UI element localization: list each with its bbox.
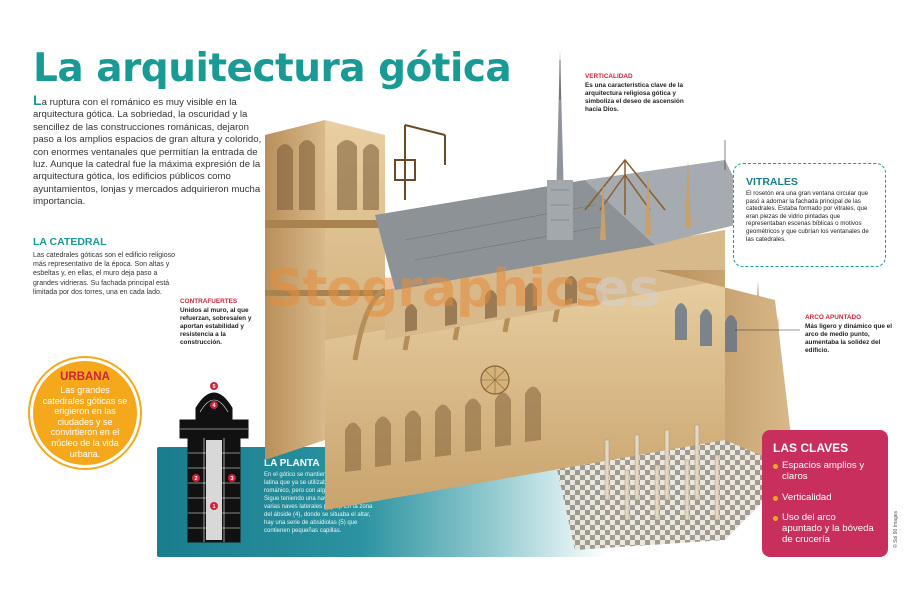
plan-marker-2 [192,474,200,482]
claves-item: Espacios amplios y claros [773,460,878,483]
image-credit: © Sol 90 Images [893,510,899,548]
cutaway-columns [604,424,720,521]
plan-marker-3 [228,474,236,482]
urbana-badge: URBANA Las grandes catedrales góticas se… [30,358,140,468]
urbana-body: Las grandes catedrales góticas se erigie… [42,385,128,459]
claves-heading: LAS CLAVES [773,441,849,455]
planta-section: LA PLANTA En el gótico se mantiene la pl… [264,458,376,535]
vitrales-body: El rosetón era una gran ventana circular… [746,190,869,243]
plan-marker-4 [210,401,218,409]
watermark-suffix: es [593,259,660,319]
vitrales-box: VITRALES El rosetón era una gran ventana… [733,163,886,267]
watermark: Stographics es [258,255,668,325]
clerestory [385,230,725,340]
contrafuertes-callout: CONTRAFUERTES Unidos al muro, al que ref… [180,298,262,347]
verticalidad-body: Es una característica clave de la arquit… [585,82,684,113]
verticalidad-heading: VERTICALIDAD [585,73,633,80]
cathedral-illustration [265,50,800,550]
claves-item: Uso del arco apuntado y la bóveda de cru… [773,512,878,545]
roof-timber [584,158,666,215]
page-title: La arquitectura gótica [33,46,512,91]
plan-marker-2-label: 2 [194,476,197,482]
arco-apuntado-callout: ARCO APUNTADO Más ligero y dinámico que … [805,314,893,355]
plan-marker-1 [210,502,218,510]
arco-apuntado-heading: ARCO APUNTADO [805,314,862,321]
cathedral-roof [375,180,655,290]
catedral-heading: LA CATEDRAL [33,236,107,248]
construction-crane [394,124,446,200]
plan-marker-5-label: 5 [212,384,215,390]
urbana-heading: URBANA [60,371,110,383]
watermark-main: Stographics [266,259,606,319]
plan-marker-5 [210,382,218,390]
contrafuertes-heading: CONTRAFUERTES [180,298,238,305]
plan-marker-4-label: 4 [212,403,216,409]
claves-item: Verticalidad [773,492,878,504]
arco-apuntado-body: Más ligero y dinámico que el arco de med… [805,323,893,354]
verticalidad-callout: VERTICALIDAD Es una característica clave… [585,73,695,114]
planta-heading: LA PLANTA [264,458,320,469]
central-spire [547,50,573,240]
planta-body: En el gótico se mantiene la planta de cr… [264,472,376,534]
aisle-arcade [345,386,541,472]
catedral-body: Las catedrales góticas son el edificio r… [33,252,176,296]
vitrales-heading: VITRALES [746,176,798,188]
las-claves-box: LAS CLAVES Espacios amplios y claros Ver… [762,430,888,557]
apse [655,270,795,470]
intro-paragraph: La ruptura con el románico es muy visibl… [33,92,262,208]
callout-leaders [559,60,800,331]
floor-plan-illustration: 5 4 2 3 1 [179,382,249,543]
contrafuertes-body: Unidos al muro, al que refuerzan, sobres… [180,307,252,346]
plan-marker-3-label: 3 [230,476,233,482]
catedral-section: LA CATEDRAL Las catedrales góticas son e… [33,236,181,297]
plan-marker-1-label: 1 [212,504,215,510]
